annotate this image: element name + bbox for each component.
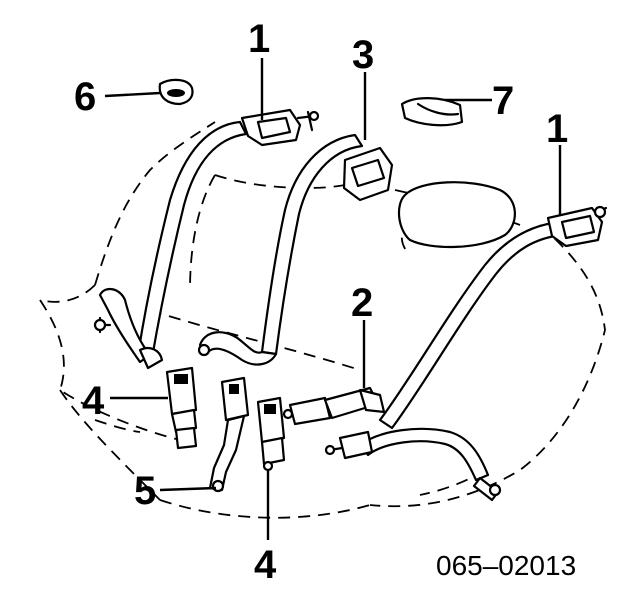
callout-7: 7 bbox=[492, 79, 514, 123]
tongue-right bbox=[324, 430, 374, 460]
cover-part bbox=[400, 97, 464, 127]
callout-1-left: 1 bbox=[248, 17, 270, 61]
clip-part bbox=[158, 78, 194, 106]
belt-right bbox=[358, 220, 564, 502]
retractor-top-left bbox=[240, 108, 320, 147]
leader-lines bbox=[104, 58, 562, 540]
buckle-stalk bbox=[208, 376, 250, 493]
buckle-assembly-center bbox=[282, 386, 386, 426]
belt-left bbox=[93, 120, 248, 370]
callout-1-right: 1 bbox=[546, 107, 568, 151]
callout-6: 6 bbox=[74, 75, 96, 119]
callout-4-bottom: 4 bbox=[254, 543, 277, 587]
retractor-right bbox=[546, 205, 608, 248]
callout-5: 5 bbox=[134, 469, 156, 513]
buckle-left bbox=[165, 366, 198, 450]
buckle-bottom bbox=[256, 396, 286, 472]
callouts: 1 3 1 6 7 2 4 5 4 bbox=[74, 17, 568, 587]
callout-4-left: 4 bbox=[82, 379, 105, 423]
headrest bbox=[397, 181, 516, 249]
callout-2: 2 bbox=[351, 281, 373, 325]
belt-center bbox=[197, 133, 364, 366]
callout-3: 3 bbox=[352, 33, 374, 77]
diagram-code: 065–02013 bbox=[436, 550, 576, 581]
retractor-center bbox=[342, 146, 394, 202]
